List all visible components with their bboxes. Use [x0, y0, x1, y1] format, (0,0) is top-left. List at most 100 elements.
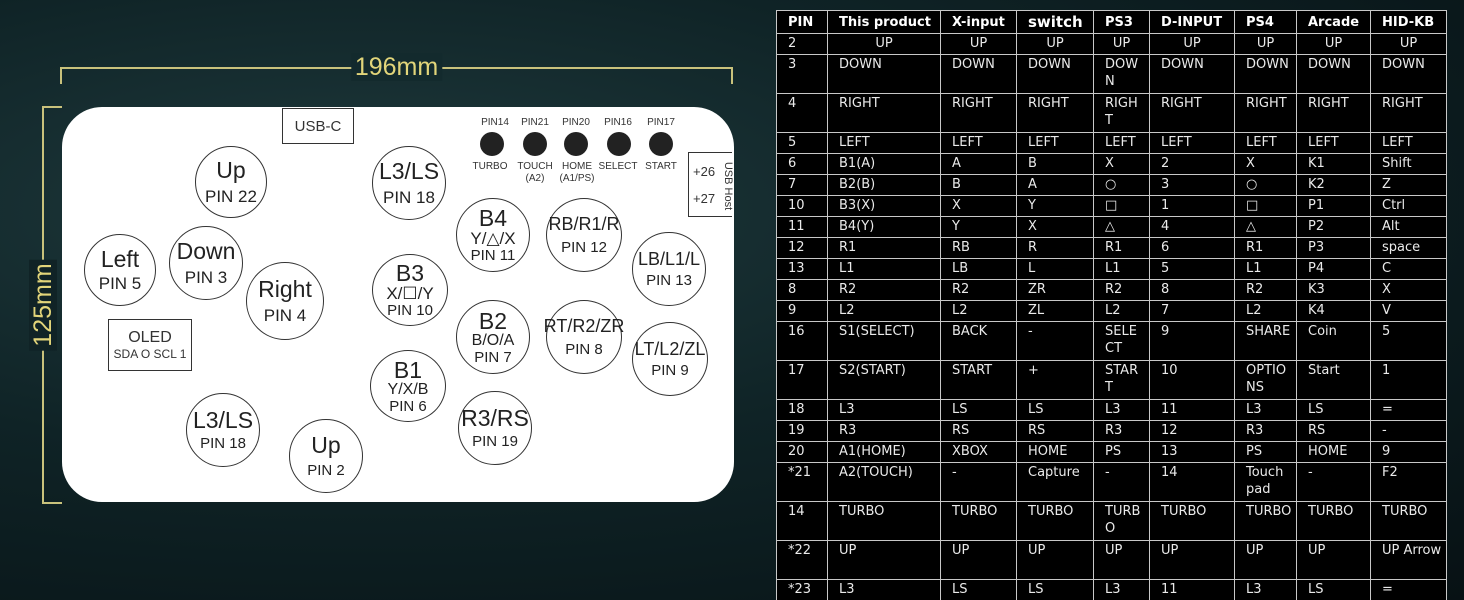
table-cell: UP [940, 33, 1017, 55]
table-cell: R1 [827, 237, 941, 259]
table-cell: 5 [1149, 258, 1235, 280]
header-cell: PS3 [1093, 10, 1150, 34]
l3-top-pin: PIN 18 [383, 188, 435, 208]
pin-mapping-table: PIN This product X-input switch PS3 D-IN… [776, 10, 1447, 600]
table-cell: ZR [1016, 279, 1094, 301]
down-button[interactable]: Down PIN 3 [169, 226, 243, 300]
table-cell: Alt [1370, 216, 1447, 238]
lt-pin: PIN 9 [651, 361, 689, 379]
l3-bottom-name: L3/LS [192, 407, 254, 434]
lt-l2-button[interactable]: LT/L2/ZL PIN 9 [632, 322, 708, 396]
table-cell: L3 [1234, 399, 1297, 421]
table-cell: L3 [1093, 579, 1150, 600]
table-cell: HOME [1296, 441, 1371, 463]
select-button[interactable] [607, 132, 631, 156]
turbo-button[interactable] [480, 132, 504, 156]
table-cell: A2(TOUCH) [827, 462, 941, 502]
table-cell: R1 [1093, 237, 1150, 259]
l3-ls-button-bottom[interactable]: L3/LS PIN 18 [186, 393, 260, 467]
home-button[interactable] [564, 132, 588, 156]
rb-r1-button[interactable]: RB/R1/R PIN 12 [546, 198, 622, 272]
table-cell: DOWN [1234, 54, 1297, 94]
usb-host-text-wrap: USB Host [722, 156, 734, 216]
table-cell: R3 [1234, 420, 1297, 442]
table-cell: UP [940, 540, 1017, 580]
up-bottom-name: Up [311, 432, 341, 459]
table-cell: LEFT [1149, 132, 1235, 154]
table-cell: LS [940, 579, 1017, 600]
table-cell: C [1370, 258, 1447, 280]
up-button-bottom[interactable]: Up PIN 2 [289, 419, 363, 493]
rt-r2-button[interactable]: RT/R2/ZR PIN 8 [544, 300, 624, 374]
up-button-top[interactable]: Up PIN 22 [195, 146, 267, 218]
table-cell: B3(X) [827, 195, 941, 217]
table-cell: ○ [1093, 174, 1150, 196]
table-cell: A [940, 153, 1017, 175]
table-cell: LEFT [1093, 132, 1150, 154]
table-cell: UP [1370, 33, 1447, 55]
table-cell: 19 [776, 420, 828, 442]
table-cell: ZL [1016, 300, 1094, 322]
table-cell: RIGHT [1234, 93, 1297, 133]
table-cell: 4 [1149, 216, 1235, 238]
table-cell: LEFT [1296, 132, 1371, 154]
table-cell: BACK [940, 321, 1017, 361]
table-cell: B [1016, 153, 1094, 175]
table-cell: Y [940, 216, 1017, 238]
table-cell: *23 [776, 579, 828, 600]
table-cell: △ [1093, 216, 1150, 238]
table-cell: RB [940, 237, 1017, 259]
table-cell: LEFT [1234, 132, 1297, 154]
table-cell: LB [940, 258, 1017, 280]
b4-button[interactable]: B4 Y/△/X PIN 11 [456, 198, 530, 272]
b4-alt: Y/△/X [470, 229, 516, 249]
table-cell: PS [1234, 441, 1297, 463]
down-name: Down [176, 238, 236, 264]
r3-rs-button[interactable]: R3/RS PIN 19 [458, 391, 532, 465]
table-cell: LS [1016, 579, 1094, 600]
table-cell: 4 [776, 93, 828, 133]
right-button[interactable]: Right PIN 4 [246, 262, 324, 340]
home-label: HOME [562, 161, 592, 172]
left-button[interactable]: Left PIN 5 [84, 234, 156, 306]
height-dimension: 125mm [28, 106, 62, 504]
table-cell: S2(START) [827, 360, 941, 400]
table-cell: 12 [1149, 420, 1235, 442]
table-cell: 8 [776, 279, 828, 301]
table-cell: K1 [1296, 153, 1371, 175]
lt-name: LT/L2/ZL [634, 338, 706, 359]
table-cell: PS [1093, 441, 1150, 463]
oled-sub: SDA O SCL 1 [113, 347, 187, 361]
table-cell: L2 [940, 300, 1017, 322]
table-cell: LEFT [827, 132, 941, 154]
b1-button[interactable]: B1 Y/X/B PIN 6 [370, 350, 446, 422]
table-cell: Ctrl [1370, 195, 1447, 217]
table-cell: RIGHT [1093, 93, 1150, 133]
start-button[interactable] [649, 132, 673, 156]
table-cell: OPTIONS [1234, 360, 1297, 400]
table-cell: DOWN [1016, 54, 1094, 94]
lb-l1-button[interactable]: LB/L1/L PIN 13 [632, 232, 706, 306]
touch-button[interactable] [523, 132, 547, 156]
table-cell: S1(SELECT) [827, 321, 941, 361]
lb-pin: PIN 13 [646, 271, 692, 289]
b1-pin: PIN 6 [389, 397, 427, 415]
touch-sub-label: (A2) [525, 173, 545, 184]
table-cell: Y [1016, 195, 1094, 217]
home-sub-label: (A1/PS) [559, 173, 595, 184]
b2-button[interactable]: B2 B/O/A PIN 7 [456, 300, 530, 374]
b3-button[interactable]: B3 X/☐/Y PIN 10 [372, 254, 448, 326]
table-cell: L1 [827, 258, 941, 280]
table-cell: 14 [1149, 462, 1235, 502]
table-cell: TURBO [1093, 501, 1150, 541]
l3-ls-button-top[interactable]: L3/LS PIN 18 [372, 146, 446, 220]
b3-name: B3 [395, 260, 425, 287]
table-cell: UP [1016, 540, 1094, 580]
table-cell: L [1016, 258, 1094, 280]
